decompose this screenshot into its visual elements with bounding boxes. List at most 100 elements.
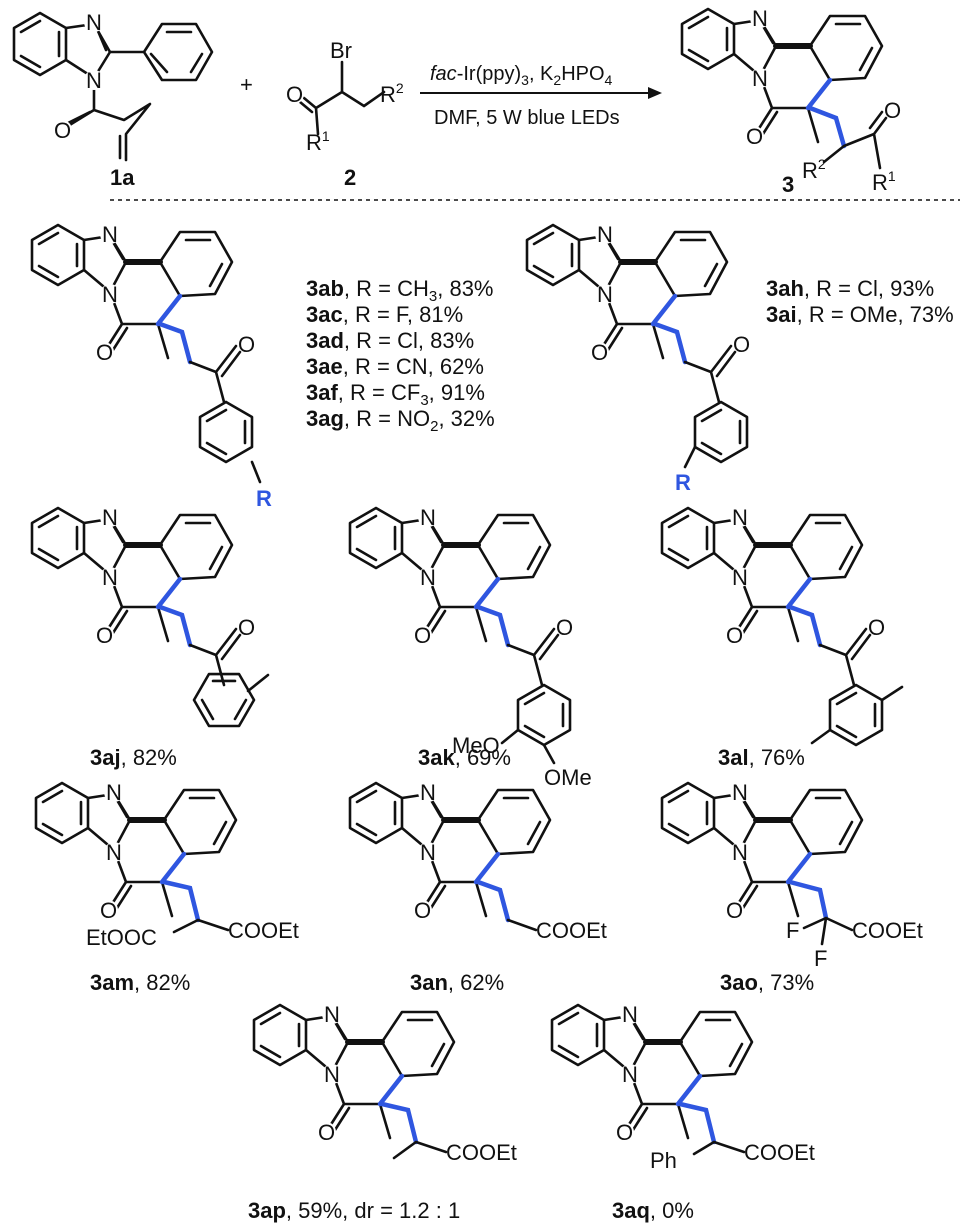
reagent-2: O Br R2 R1 2 <box>284 38 404 190</box>
atom-n: N <box>102 505 118 530</box>
atom-o: O <box>414 623 431 648</box>
atom-o: O <box>556 615 573 640</box>
atom-cooet: COOEt <box>228 918 299 943</box>
atom-o: O <box>318 1120 335 1145</box>
yield-entry: 3ah, R = Cl, 93% <box>766 276 934 301</box>
yield-entry: 3af, R = CF3, 91% <box>306 380 485 409</box>
atom-o: O <box>726 898 743 923</box>
atom-r1: R1 <box>306 128 330 155</box>
atom-n: N <box>732 780 748 805</box>
compound-3am: N N O EtOOC COOEt <box>36 780 299 950</box>
compound-label-3ap: 3ap, 59%, dr = 1.2 : 1 <box>248 1198 460 1223</box>
atom-f: F <box>786 918 799 943</box>
atom-n: N <box>597 282 613 307</box>
compound-3aj: N N O O <box>32 505 270 741</box>
atom-n: N <box>622 1062 638 1087</box>
reaction-arrow: fac-Ir(ppy)3, K2HPO4 DMF, 5 W blue LEDs <box>420 63 662 129</box>
yield-entry: 3ai, R = OMe, 73% <box>766 302 954 327</box>
compound-3ao: N N O F F COOEt <box>662 780 923 971</box>
atom-o: O <box>591 340 608 365</box>
compound-label-3ao: 3ao, 73% <box>720 970 814 995</box>
atom-o: O <box>884 98 901 123</box>
atom-o: O <box>96 623 113 648</box>
compound-3an: N N O COOEt <box>350 780 607 943</box>
compound-3al: N N O O <box>662 505 904 747</box>
atom-r2: R2 <box>802 156 826 183</box>
atom-etooc: EtOOC <box>86 925 157 950</box>
atom-n: N <box>102 565 118 590</box>
atom-o: O <box>733 332 750 357</box>
yield-entry: 3ad, R = Cl, 83% <box>306 328 474 353</box>
atom-r-substituent: R <box>675 470 691 495</box>
scaffold-para: N N O O R <box>32 222 272 511</box>
atom-o: O <box>746 124 763 149</box>
yield-entry: 3ag, R = NO2, 32% <box>306 406 495 435</box>
yield-entry: 3ac, R = F, 81% <box>306 302 463 327</box>
compound-label-3an: 3an, 62% <box>410 970 504 995</box>
atom-o: O <box>868 615 885 640</box>
atom-meo: MeO <box>452 733 500 758</box>
scaffold-meta: N N O O R <box>527 222 750 495</box>
atom-o: O <box>414 898 431 923</box>
atom-n: N <box>420 505 436 530</box>
atom-o: O <box>54 118 71 143</box>
atom-n: N <box>324 1062 340 1087</box>
atom-ph: Ph <box>650 1148 677 1173</box>
compound-3aq: N N O Ph COOEt <box>552 1002 815 1173</box>
compound-label-3am: 3am, 82% <box>90 970 190 995</box>
atom-o: O <box>238 615 255 640</box>
atom-cooet: COOEt <box>744 1140 815 1165</box>
atom-o: O <box>100 898 117 923</box>
atom-o: O <box>616 1120 633 1145</box>
reagent-1a: N N O 1a <box>12 10 214 190</box>
compound-label-3aj: 3aj, 82% <box>90 745 177 770</box>
compound-3ap: N N O COOEt <box>254 1002 517 1165</box>
atom-r2: R2 <box>380 80 404 107</box>
atom-r1: R1 <box>872 168 896 195</box>
atom-f: F <box>814 946 827 971</box>
atom-cooet: COOEt <box>446 1140 517 1165</box>
compound-label-3aq: 3aq, 0% <box>612 1198 694 1223</box>
compound-label-2: 2 <box>344 165 356 190</box>
yield-entry: 3ae, R = CN, 62% <box>306 354 484 379</box>
compound-label-3al: 3al, 76% <box>718 745 805 770</box>
yield-list-para: 3ab, R = CH3, 83% 3ac, R = F, 81% 3ad, R… <box>306 276 495 435</box>
atom-br: Br <box>330 38 352 63</box>
atom-n: N <box>732 840 748 865</box>
atom-n: N <box>86 10 102 35</box>
atom-n: N <box>420 565 436 590</box>
conditions-catalyst: fac-Ir(ppy)3, K2HPO4 <box>430 63 613 88</box>
atom-o: O <box>726 623 743 648</box>
atom-o: O <box>286 82 303 107</box>
atom-n: N <box>752 6 768 31</box>
compound-3ak: N N O O MeO OMe <box>350 505 592 790</box>
atom-n: N <box>420 780 436 805</box>
plus-sign: + <box>240 72 253 97</box>
conditions-solvent-light: DMF, 5 W blue LEDs <box>434 107 620 129</box>
atom-n: N <box>597 222 613 247</box>
atom-n: N <box>732 565 748 590</box>
atom-n: N <box>86 68 102 93</box>
atom-n: N <box>420 840 436 865</box>
atom-n: N <box>106 780 122 805</box>
atom-o: O <box>238 332 255 357</box>
atom-n: N <box>324 1002 340 1027</box>
atom-n: N <box>732 505 748 530</box>
atom-cooet: COOEt <box>536 918 607 943</box>
atom-n: N <box>622 1002 638 1027</box>
product-3: N N O O R2 R1 3 <box>682 6 901 197</box>
atom-cooet: COOEt <box>852 918 923 943</box>
atom-ome: OMe <box>544 765 592 790</box>
atom-n: N <box>106 840 122 865</box>
yield-entry: 3ab, R = CH3, 83% <box>306 276 494 305</box>
atom-r-substituent: R <box>256 486 272 511</box>
yield-list-meta: 3ah, R = Cl, 93% 3ai, R = OMe, 73% <box>766 276 954 327</box>
atom-n: N <box>102 282 118 307</box>
compound-label-3ak: 3ak, 69% <box>418 745 511 770</box>
compound-label-1a: 1a <box>110 165 135 190</box>
atom-o: O <box>96 340 113 365</box>
compound-label-3: 3 <box>782 172 794 197</box>
atom-n: N <box>102 222 118 247</box>
atom-n: N <box>752 66 768 91</box>
